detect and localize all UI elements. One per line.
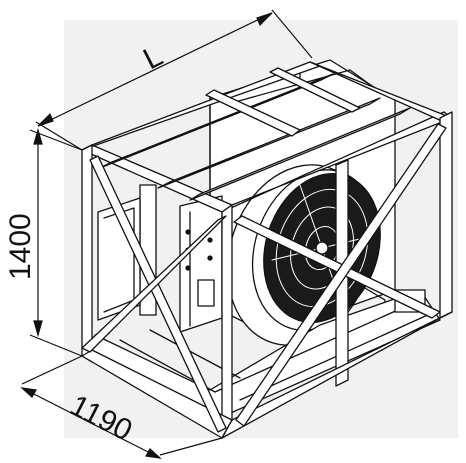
control-box [179, 195, 223, 333]
height-label: 1400 [4, 213, 37, 280]
crate-frame [81, 61, 453, 439]
dimension-length [35, 9, 313, 151]
dimension-width [20, 355, 223, 459]
crate-braces [81, 123, 447, 433]
dimension-height [29, 127, 83, 357]
